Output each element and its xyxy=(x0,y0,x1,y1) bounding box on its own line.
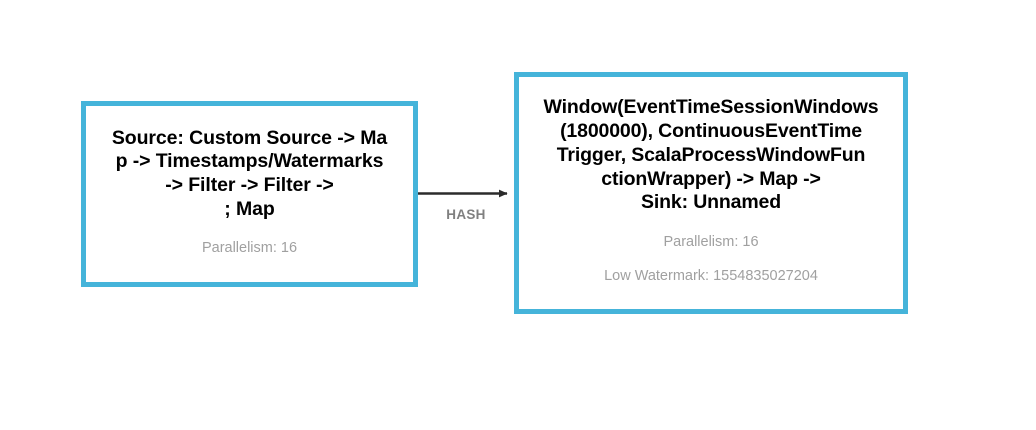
node-parallelism-label: Parallelism: 16 xyxy=(201,239,298,256)
graph-node-window[interactable]: Window(EventTimeSessionWindows (1800000)… xyxy=(514,72,908,314)
node-title: Window(EventTimeSessionWindows (1800000)… xyxy=(543,96,879,214)
node-parallelism-label: Parallelism: 16 xyxy=(663,234,759,251)
node-title: Source: Custom Source -> Ma p -> Timesta… xyxy=(111,126,388,220)
node-low-watermark-label: Low Watermark: 1554835027204 xyxy=(604,267,818,284)
graph-node-source[interactable]: Source: Custom Source -> Ma p -> Timesta… xyxy=(81,101,418,287)
edge-label-hash: HASH xyxy=(446,207,486,222)
